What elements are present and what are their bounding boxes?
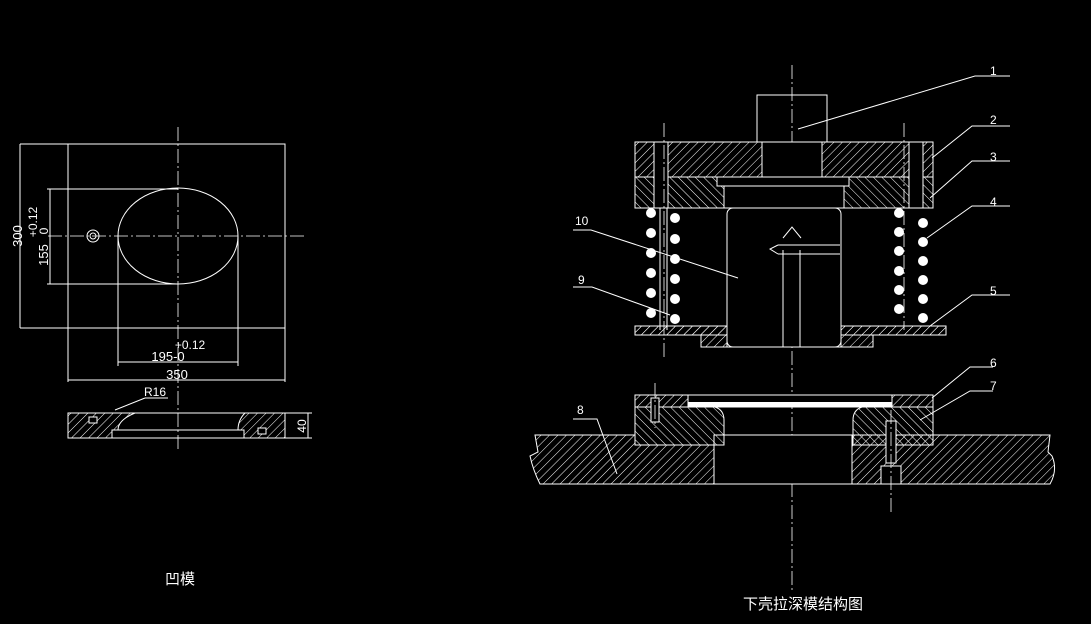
- punch: [726, 207, 842, 348]
- thickness-dim: 40: [295, 419, 309, 433]
- spring-right: [894, 208, 928, 323]
- hole-height-dim: 155: [36, 244, 51, 266]
- die-section-view: R16 40 凹模: [67, 385, 312, 588]
- label-10: 10: [575, 214, 589, 228]
- label-4: 4: [990, 195, 997, 209]
- hole-width-tol-upper: +0.12: [175, 338, 206, 352]
- hole-height-tol-upper: +0.12: [26, 206, 40, 237]
- label-1: 1: [990, 64, 997, 78]
- label-7: 7: [990, 379, 997, 393]
- part-labels: 1 2 3 4 5 6 7 8 9 10: [573, 64, 1010, 475]
- label-3: 3: [990, 150, 997, 164]
- die-plan-view: 300 +0.12 0 155 +0.12 195-0 350: [10, 127, 305, 452]
- radius-dim: R16: [144, 385, 166, 399]
- height-dim: 300: [10, 225, 25, 247]
- label-9: 9: [578, 273, 585, 287]
- right-view-title: 下壳拉深模结构图: [743, 596, 863, 613]
- die-left: [634, 406, 725, 446]
- label-5: 5: [990, 284, 997, 298]
- hole-width-dim: 195-0: [151, 349, 184, 364]
- left-view-title: 凹模: [165, 571, 195, 588]
- label-8: 8: [577, 403, 584, 417]
- assembly-view: 下壳拉深模结构图: [529, 65, 1056, 613]
- label-6: 6: [990, 356, 997, 370]
- spring-left: [646, 208, 680, 324]
- lower-base-right: [851, 434, 1056, 485]
- width-dim: 350: [166, 367, 188, 382]
- hole-height-tol-lower: 0: [37, 227, 51, 234]
- label-2: 2: [990, 113, 997, 127]
